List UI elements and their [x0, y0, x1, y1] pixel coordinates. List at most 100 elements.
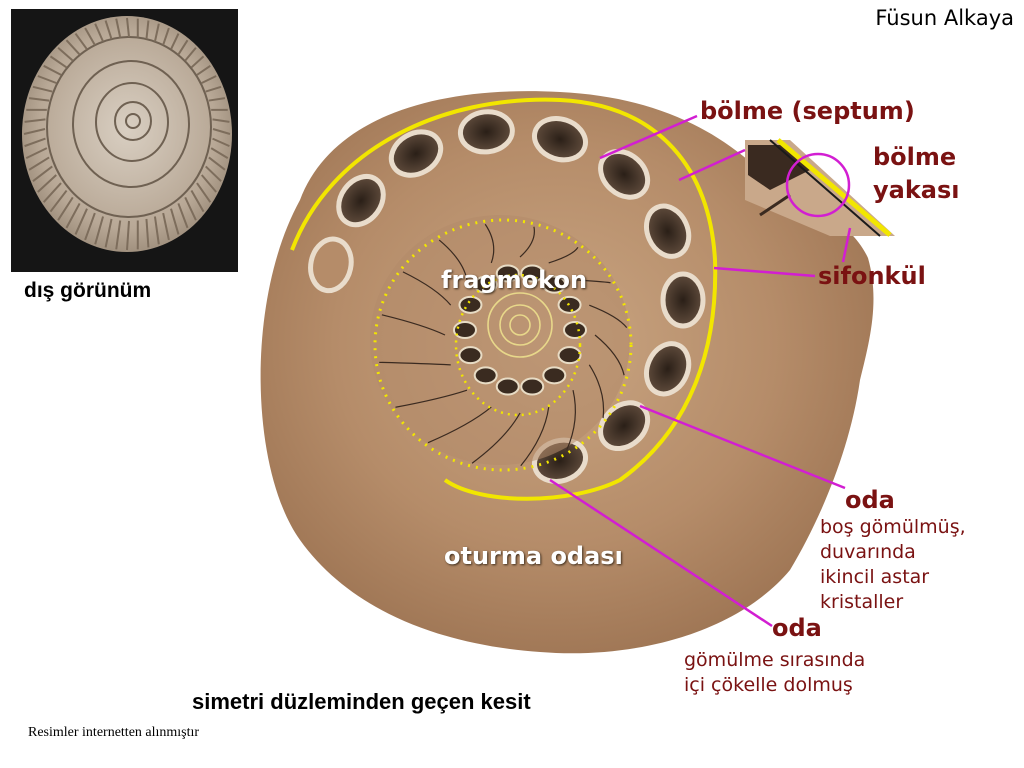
septum-line	[589, 304, 628, 329]
septum-line	[402, 271, 452, 306]
exterior-rib	[84, 212, 96, 241]
phragmocone-area	[370, 215, 630, 465]
septum-line	[588, 364, 605, 419]
exterior-rib	[126, 220, 130, 251]
septum-line	[427, 406, 492, 444]
exterior-rib	[145, 218, 150, 248]
exterior-rib	[196, 182, 212, 203]
septum-line	[484, 223, 495, 264]
exterior-rib	[37, 75, 57, 84]
author-name: Füsun Alkaya	[875, 6, 1014, 30]
exterior-rib	[200, 174, 217, 193]
outer-chamber	[457, 109, 515, 155]
chamber-empty-title: oda	[845, 486, 895, 514]
outer-chamber	[532, 116, 588, 163]
exterior-rib	[145, 20, 150, 40]
inner-chamber	[563, 321, 587, 339]
exterior-rib	[23, 128, 46, 135]
leader-lines	[549, 114, 852, 628]
chamber-filled-desc-1: gömülme sırasında	[684, 649, 866, 671]
exterior-rib	[126, 17, 130, 38]
exterior-rib	[65, 39, 81, 56]
exterior-rib	[201, 75, 217, 84]
siphuncle-label: sifonkül	[818, 262, 926, 290]
septum-line	[379, 361, 451, 366]
inner-whorl-outline	[454, 273, 582, 417]
exterior-rib	[212, 137, 230, 148]
inner-chamber	[557, 346, 582, 365]
exterior-rib	[162, 212, 170, 241]
septum-line	[548, 246, 579, 264]
septum-line	[566, 390, 576, 451]
exterior-rib	[32, 165, 53, 182]
section-caption: simetri düzleminden geçen kesit	[192, 689, 531, 714]
ammonite-exterior-image	[11, 9, 238, 272]
exterior-rib	[43, 64, 62, 76]
outer-chambers	[308, 109, 706, 484]
chamber-filled-title: oda	[772, 614, 822, 642]
exterior-rib	[170, 208, 180, 235]
exterior-rib	[57, 47, 74, 62]
exterior-rib	[212, 118, 230, 123]
chamber-filled-desc-2: içi çökelle dolmuş	[684, 674, 853, 696]
core-spiral	[487, 292, 553, 358]
exterior-rib	[94, 23, 104, 42]
septum-label: bölme (septum)	[700, 97, 915, 125]
exterior-rib	[57, 196, 74, 221]
chamber-empty-desc-4: kristaller	[820, 591, 904, 613]
exterior-rib	[153, 216, 160, 245]
septum-line	[519, 226, 535, 258]
exterior-rib	[208, 97, 226, 102]
outer-chamber	[308, 236, 354, 294]
outer-chamber	[644, 203, 692, 259]
septal-neck-label-line1: bölme	[873, 143, 957, 171]
exterior-rib	[24, 137, 46, 148]
inner-chamber	[542, 275, 567, 294]
chamber-empty-desc-1: boş gömülmüş,	[820, 516, 966, 538]
exterior-rib	[170, 33, 180, 50]
inner-chamber	[458, 295, 483, 314]
exterior-rib	[184, 196, 197, 221]
exterior-rib	[210, 147, 229, 159]
septal-neck-inset	[745, 138, 895, 237]
exterior-rib	[32, 85, 53, 93]
inner-chamber	[495, 377, 520, 396]
exterior-rib	[177, 39, 189, 56]
inner-chamber	[542, 366, 567, 385]
inner-chamber	[458, 346, 483, 365]
exterior-rib	[24, 118, 46, 123]
exterior-rib	[205, 165, 222, 182]
exterior-rib	[115, 220, 122, 250]
chamber-empty-desc-3: ikincil astar	[820, 566, 930, 588]
exterior-rib	[115, 18, 122, 38]
outer-chamber	[336, 174, 386, 228]
exterior-rib	[49, 55, 68, 69]
septal-neck-label-line2: yakası	[873, 176, 960, 204]
exterior-rib	[37, 174, 57, 193]
exterior-rib	[153, 23, 160, 42]
septum-line	[395, 389, 468, 408]
inner-chamber	[453, 321, 477, 339]
exterior-rib	[65, 202, 81, 229]
septum-line	[381, 314, 446, 336]
exterior-rib	[212, 128, 231, 135]
septum-line	[520, 406, 550, 467]
inner-chamber	[520, 377, 545, 396]
exterior-rib	[28, 97, 50, 102]
outer-chamber	[644, 341, 692, 397]
inner-chamber	[473, 366, 498, 385]
septum-line	[594, 334, 625, 376]
exterior-rib	[28, 156, 50, 171]
septum-line	[471, 412, 521, 464]
exterior-rib	[177, 203, 189, 229]
exterior-rib	[190, 55, 205, 69]
exterior-rib	[184, 47, 197, 62]
exterior-rib	[190, 190, 205, 213]
exterior-rib	[104, 218, 113, 248]
exterior-rib	[94, 216, 105, 245]
septum-line	[438, 239, 468, 280]
phragmocone-label: fragmokon	[441, 266, 588, 294]
outer-chamber	[388, 129, 444, 178]
exterior-rib	[84, 27, 96, 46]
